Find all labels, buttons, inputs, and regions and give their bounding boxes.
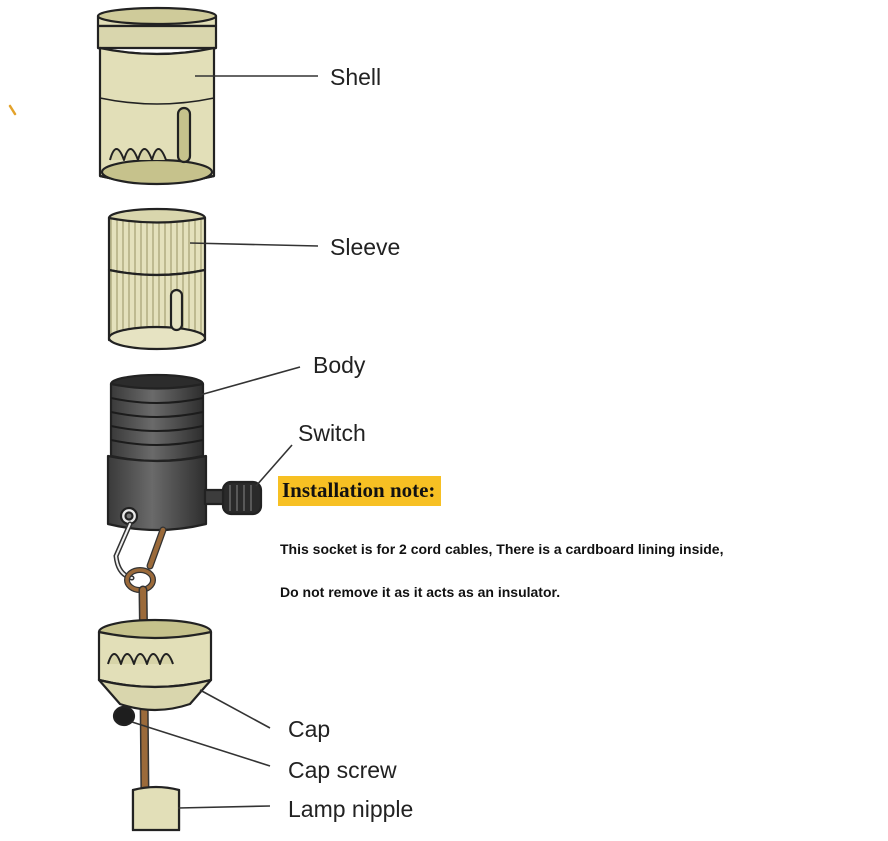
- label-switch: Switch: [298, 420, 366, 446]
- installation-note-line-2: Do not remove it as it acts as an insula…: [280, 584, 561, 600]
- leader-lamp-nipple: [177, 805, 271, 809]
- leader-body: [199, 366, 301, 396]
- sleeve-part: [107, 207, 207, 351]
- leader-cap: [199, 689, 271, 729]
- cap-part: [97, 618, 213, 727]
- label-shell: Shell: [330, 64, 382, 90]
- leader-sleeve: [189, 242, 319, 247]
- label-sleeve: Sleeve: [330, 234, 401, 260]
- leader-cap-screw: [131, 721, 271, 767]
- lamp-nipple-part: [131, 785, 181, 832]
- label-body: Body: [313, 352, 366, 378]
- installation-note-line-1: This socket is for 2 cord cables, There …: [280, 541, 724, 557]
- leader-lines: [131, 75, 319, 809]
- label-cap-screw: Cap screw: [288, 757, 397, 783]
- label-lamp-nipple: Lamp nipple: [288, 796, 414, 822]
- shell-part: [96, 6, 218, 186]
- body-part: [106, 373, 263, 532]
- orange-mark: [8, 104, 17, 116]
- installation-note-title: Installation note:: [278, 476, 442, 506]
- label-cap: Cap: [288, 716, 331, 742]
- leader-switch: [255, 444, 293, 487]
